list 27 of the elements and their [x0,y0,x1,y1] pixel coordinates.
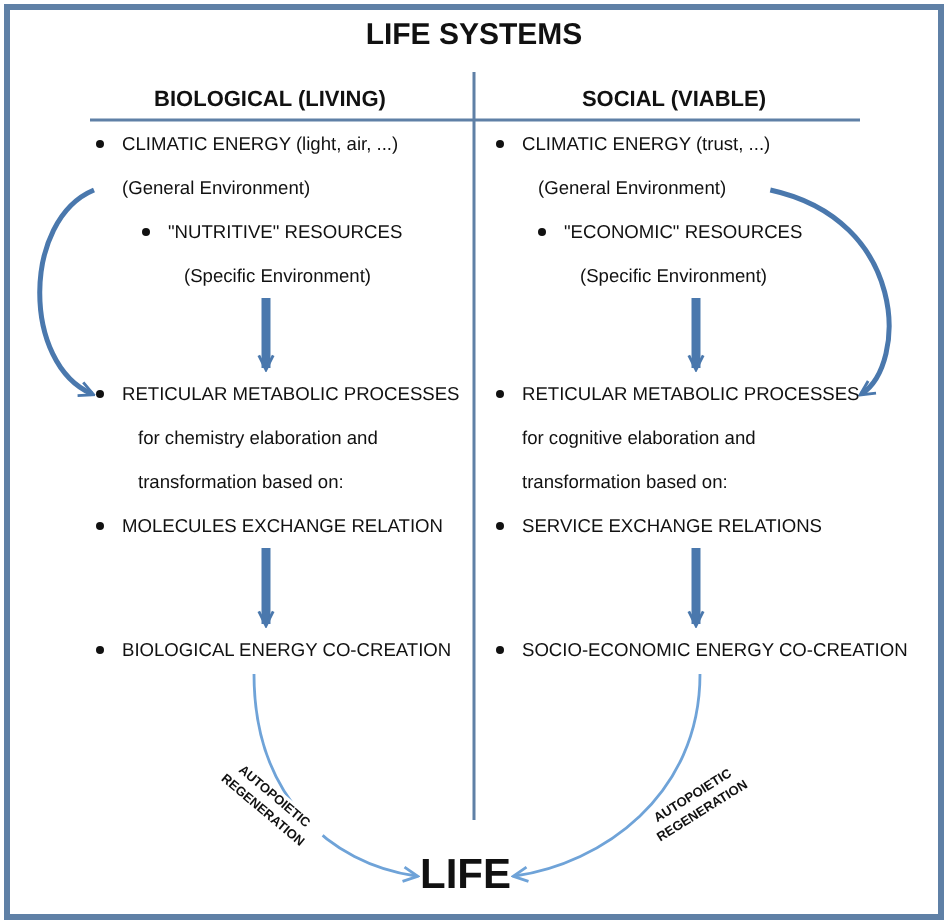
item-note: for chemistry elaboration and transformation based on: [138,426,380,496]
title: LIFE SYSTEMS [363,18,585,52]
item-note: (General Environment) [122,176,313,202]
item-heading: RETICULAR METABOLIC PROCESSES [122,382,460,408]
item-heading: SOCIO-ECONOMIC ENERGY CO-CREATION [522,638,908,664]
item-note: (Specific Environment) [184,264,374,290]
arrow [769,187,892,397]
item-note: (Specific Environment) [580,264,770,290]
arrow [37,187,96,397]
item-heading: CLIMATIC ENERGY (trust, ...) [522,132,771,158]
column-heading: BIOLOGICAL (LIVING) [152,88,388,112]
item-heading: "NUTRITIVE" RESOURCES [168,220,403,246]
item-note: for cognitive elaboration and transformation based on: [522,426,758,496]
life-heading: LIFE [420,850,511,902]
item-heading: MOLECULES EXCHANGE RELATION [122,514,443,540]
item-heading: SERVICE EXCHANGE RELATIONS [522,514,822,540]
item-heading: "ECONOMIC" RESOURCES [564,220,803,246]
arrow [257,548,275,628]
column-heading: SOCIAL (VIABLE) [579,88,769,112]
item-heading: BIOLOGICAL ENERGY CO-CREATION [122,638,452,664]
item-note: (General Environment) [538,176,729,202]
arrow [511,673,702,883]
arrow [687,548,705,628]
arrow [687,298,705,372]
arrow [257,298,275,372]
item-heading: CLIMATIC ENERGY (light, air, ...) [122,132,399,158]
item-heading: RETICULAR METABOLIC PROCESSES [522,382,860,408]
